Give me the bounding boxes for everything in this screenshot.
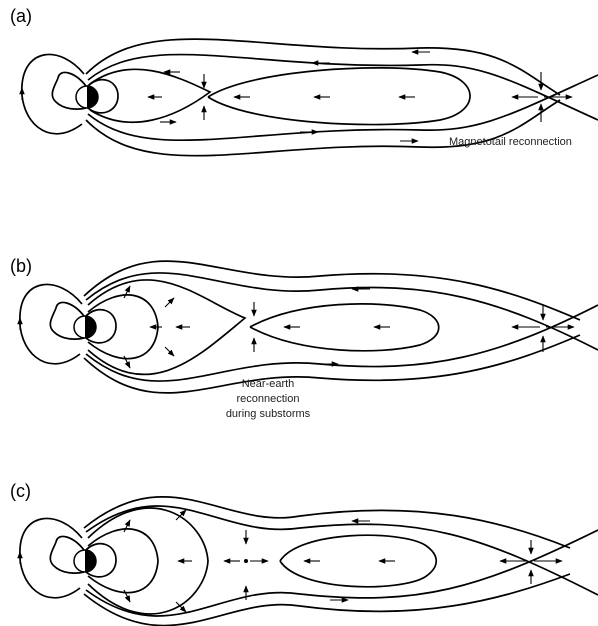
panel-c-x-point-dot	[244, 559, 248, 563]
panel-b-arrows	[20, 286, 574, 368]
panel-c-arrows	[20, 510, 562, 612]
panel-a-earth	[76, 86, 98, 108]
panel-b-field-lines	[20, 261, 598, 393]
panel-c-label: (c)	[10, 481, 31, 501]
panel-a-caption: Magnetotail reconnection	[449, 136, 572, 148]
panel-b: (b)	[10, 256, 598, 420]
panel-a: (a)	[10, 6, 598, 156]
panel-a-arrows	[22, 52, 572, 141]
panel-b-caption-line-1: Near-earth	[242, 378, 295, 390]
panel-a-label: (a)	[10, 6, 32, 26]
panel-b-caption-line-3: during substorms	[226, 408, 311, 420]
panel-c-earth	[74, 550, 96, 572]
panel-b-label: (b)	[10, 256, 32, 276]
panel-b-earth	[74, 316, 96, 338]
panel-c: (c)	[10, 481, 598, 626]
panel-b-caption-line-2: reconnection	[237, 393, 300, 405]
